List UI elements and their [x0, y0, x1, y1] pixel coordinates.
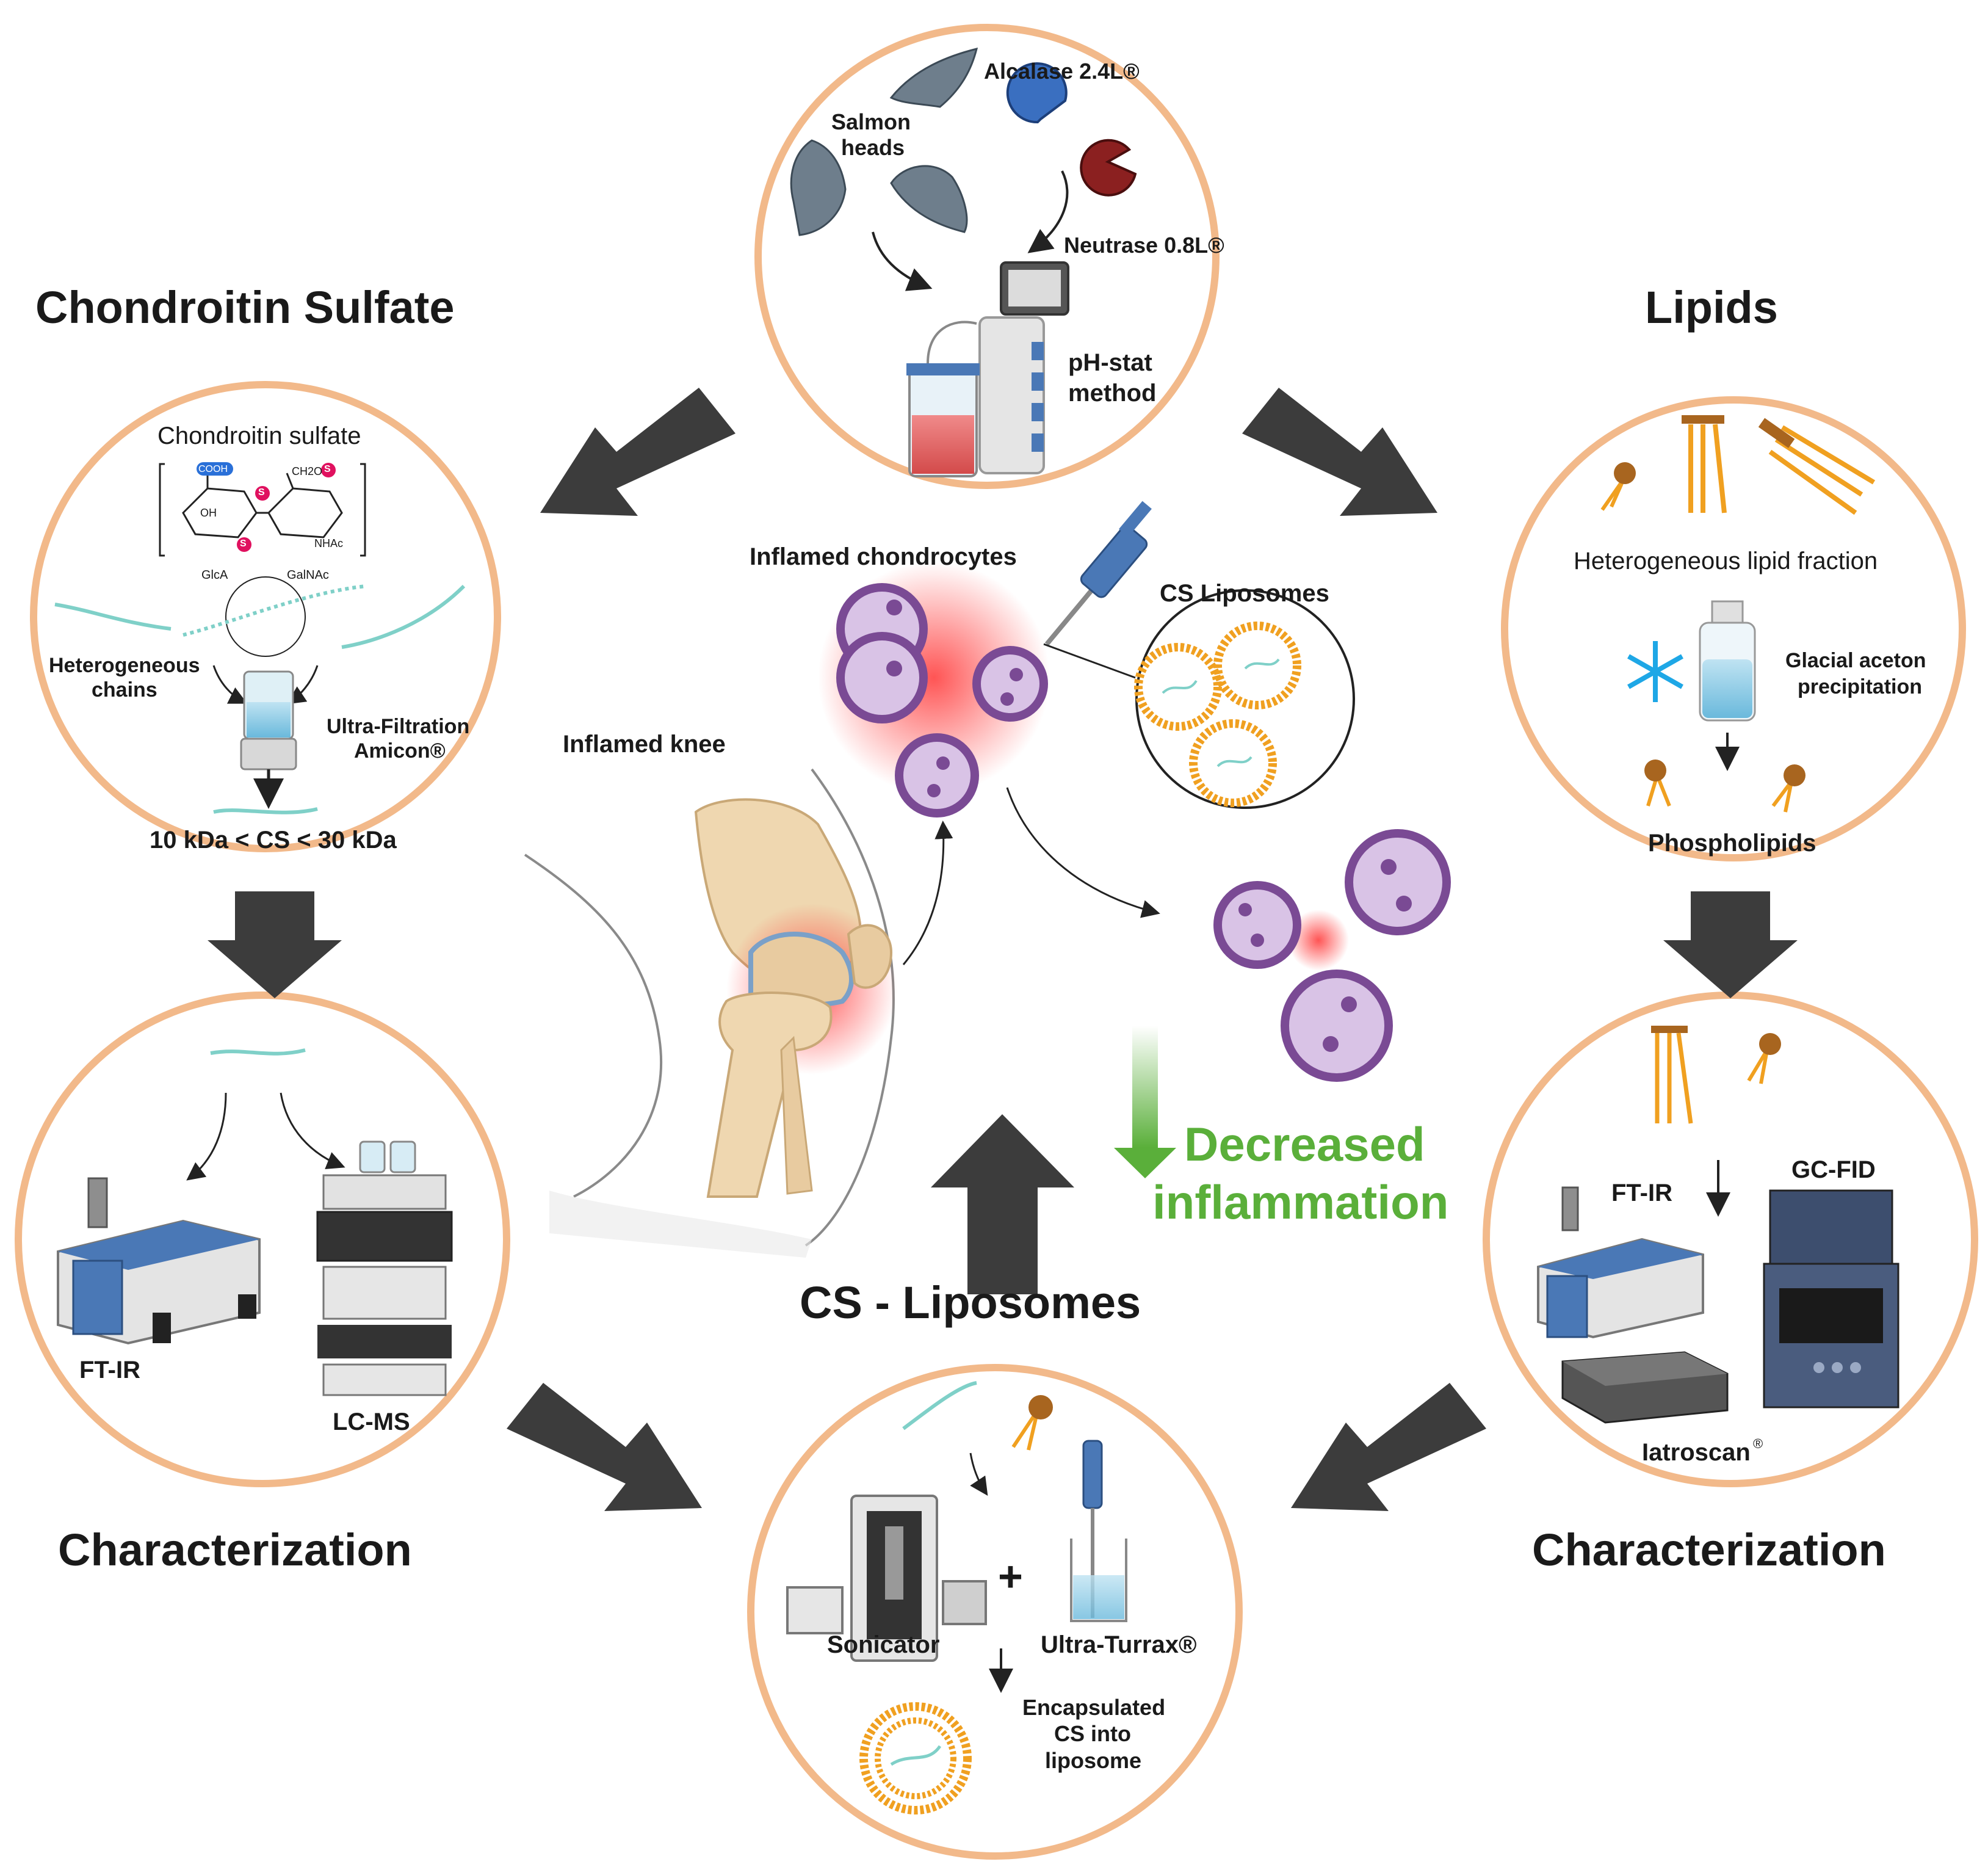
- label-galnac: GalNAc: [287, 568, 329, 582]
- label-sonicator: Sonicator: [827, 1631, 940, 1658]
- label-alcalase: Alcalase 2.4L®: [984, 59, 1140, 84]
- label-ultraturrax: Ultra-Turrax®: [1041, 1631, 1197, 1658]
- cs-liposome-icon: [1134, 622, 1301, 807]
- arrow-char-right-to-liposomes: [1291, 1383, 1486, 1511]
- char-left-content: [57, 1048, 453, 1396]
- chondroitin-structure: [159, 463, 366, 557]
- sulfate-s-3: S: [240, 538, 247, 549]
- heading-cs-liposomes: CS - Liposomes: [800, 1277, 1141, 1328]
- label-cs-liposomes: CS Liposomes: [1160, 580, 1329, 607]
- label-cooh: COOH: [198, 464, 228, 474]
- amicon-filter-icon: [240, 670, 297, 770]
- label-lcms: LC-MS: [333, 1408, 410, 1435]
- inflamed-knee-illustration: [524, 768, 897, 1258]
- gcfid-instrument-icon: [1763, 1189, 1899, 1408]
- label-precipitation-1: Glacial aceton: [1785, 649, 1926, 672]
- sulfate-s-2: S: [324, 464, 331, 474]
- label-cs-range: 10 kDa < CS < 30 kDa: [150, 827, 397, 854]
- triglyceride-icon: [1682, 415, 1727, 513]
- label-ch2o: CH2O: [292, 465, 323, 477]
- bioreactor-icon: [906, 261, 1069, 477]
- arrow-to-cs: [540, 388, 736, 516]
- iatroscan-instrument-icon: [1561, 1351, 1729, 1424]
- arrow-cs-down: [208, 891, 342, 998]
- ftir-small-icon: [1537, 1186, 1704, 1339]
- cs-chain-icon: [54, 584, 466, 649]
- label-inflamed-chondrocytes: Inflamed chondrocytes: [750, 543, 1017, 570]
- circle-characterization-left: [15, 992, 510, 1487]
- label-oh: OH: [200, 507, 217, 519]
- arrow-lipids-down: [1663, 891, 1798, 998]
- pipette-icon: [1044, 501, 1152, 646]
- label-encapsulated-3: liposome: [1045, 1748, 1142, 1773]
- label-glca: GlcA: [201, 568, 228, 582]
- label-plus: +: [998, 1553, 1023, 1600]
- arrow-char-left-to-liposomes: [507, 1383, 702, 1511]
- label-heterogeneous-chains-2: chains: [92, 678, 157, 701]
- lipid-fraction-icon: [1768, 425, 1876, 515]
- decreased-inflammation-line2: inflammation: [1152, 1175, 1449, 1229]
- label-precipitation-2: precipitation: [1798, 675, 1923, 698]
- char-right-content: [1537, 1026, 1899, 1424]
- top-circle-content: [790, 47, 1137, 477]
- label-phospholipids: Phospholipids: [1648, 830, 1816, 857]
- glass-vial-icon: [1699, 600, 1756, 722]
- label-chondroitin-title: Chondroitin sulfate: [157, 422, 361, 449]
- healthy-chondrocytes: [1213, 829, 1451, 1082]
- circle-chondroitin: [30, 381, 501, 852]
- label-gcfid: GC-FID: [1791, 1156, 1876, 1183]
- decreased-inflammation-line1: Decreased: [1184, 1117, 1425, 1171]
- label-encapsulated-2: CS into: [1054, 1721, 1131, 1746]
- big-arrows: [208, 388, 1798, 1511]
- label-heterogeneous-chains-1: Heterogeneous: [49, 654, 200, 677]
- neutrase-enzyme-icon: [1080, 139, 1137, 197]
- salmon-head-icon: [790, 47, 978, 236]
- liposome-icon: [859, 1702, 972, 1814]
- arrow-to-lipids: [1242, 388, 1437, 516]
- label-neutrase: Neutrase 0.8L®: [1064, 233, 1224, 258]
- sonicator-icon: [786, 1495, 987, 1662]
- label-ftir-left: FT-IR: [79, 1357, 140, 1383]
- label-ph-stat-2: method: [1068, 380, 1157, 407]
- ftir-instrument-icon: [57, 1177, 261, 1345]
- decrease-arrow: [1114, 1026, 1176, 1178]
- label-iatroscan: Iatroscan: [1642, 1439, 1751, 1466]
- label-iatroscan-mark: ®: [1753, 1436, 1763, 1451]
- snowflake-icon: [1627, 641, 1683, 702]
- sulfate-s-1: S: [258, 487, 265, 498]
- phospholipid-right-icon: [1771, 780, 1793, 813]
- label-inflamed-knee: Inflamed knee: [563, 731, 726, 758]
- label-ultrafiltration-2: Amicon®: [354, 739, 446, 763]
- ultraturrax-icon: [1070, 1440, 1127, 1622]
- label-salmon-heads-1: Salmon: [831, 109, 911, 134]
- phospholipid-icon: [1600, 478, 1625, 511]
- chondrocyte-cell-icon: [836, 583, 1048, 817]
- arrow-liposomes-up: [931, 1114, 1074, 1294]
- circle-characterization-right: [1483, 992, 1978, 1487]
- lipids-circle-content: [1600, 415, 1876, 813]
- cs-circle-content: [54, 462, 466, 814]
- heading-characterization-right: Characterization: [1532, 1524, 1886, 1575]
- triglyceride-small-icon: [1651, 1026, 1693, 1124]
- label-ph-stat-1: pH-stat: [1068, 349, 1152, 376]
- label-ultrafiltration-1: Ultra-Filtration: [327, 715, 470, 738]
- lcms-instrument-icon: [316, 1140, 453, 1396]
- label-nhac: NHAc: [314, 537, 344, 549]
- label-salmon-heads-2: heads: [841, 135, 905, 160]
- label-encapsulated-1: Encapsulated: [1022, 1695, 1166, 1720]
- bottom-circle-content: [786, 1381, 1127, 1814]
- heading-characterization-left: Characterization: [58, 1524, 412, 1575]
- label-heterogeneous-lipid: Heterogeneous lipid fraction: [1574, 548, 1878, 575]
- label-ftir-right: FT-IR: [1611, 1180, 1672, 1206]
- heading-lipids: Lipids: [1645, 282, 1778, 333]
- chondrocytes-center: [818, 501, 1355, 965]
- alcalase-enzyme-icon: [1006, 62, 1068, 124]
- heading-chondroitin-sulfate: Chondroitin Sulfate: [35, 282, 455, 333]
- phospholipid-small-icon: [1747, 1049, 1769, 1084]
